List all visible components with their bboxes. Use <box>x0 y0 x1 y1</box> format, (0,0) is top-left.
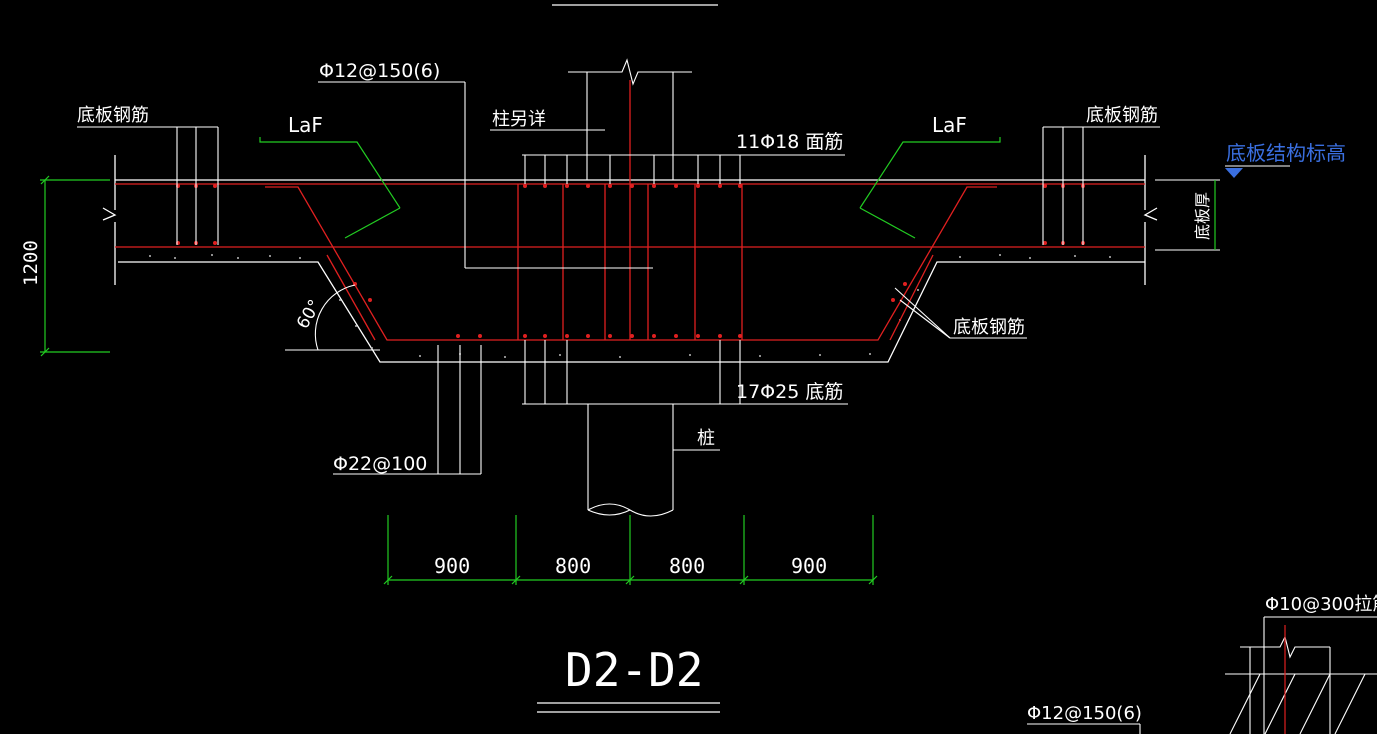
label-tie-bar-partial: Φ10@300拉筋 <box>1265 594 1377 615</box>
label-slab-thickness: 底板厚 <box>1193 192 1212 240</box>
dimension-segment-2: 800 <box>555 554 591 578</box>
concrete-hatch <box>149 254 1111 358</box>
leader-lines <box>77 58 1377 734</box>
label-laf-right: LaF <box>932 113 967 137</box>
label-column-ref: 柱另详 <box>492 109 546 130</box>
dimension-height: 1200 <box>20 240 42 286</box>
label-side-stirrup: Φ22@100 <box>333 453 427 475</box>
label-stirrup-lower-right: Φ12@150(6) <box>1027 703 1142 724</box>
label-angle: 60° <box>293 296 325 332</box>
elevation-triangle-icon <box>1225 168 1243 178</box>
label-top-stirrup: Φ12@150(6) <box>319 60 440 82</box>
dimension-lines <box>40 137 1216 585</box>
label-pile: 桩 <box>697 428 715 449</box>
label-elevation: 底板结构标高 <box>1226 141 1346 165</box>
dimension-segment-3: 800 <box>669 554 705 578</box>
label-laf-left: LaF <box>288 113 323 137</box>
label-top-bars: 11Φ18 面筋 <box>736 131 843 153</box>
label-slab-rebar-left: 底板钢筋 <box>77 105 149 126</box>
label-slab-rebar-slope: 底板钢筋 <box>953 317 1025 338</box>
dimension-segment-4: 900 <box>791 554 827 578</box>
label-slab-rebar-right: 底板钢筋 <box>1086 105 1158 126</box>
dimension-segment-1: 900 <box>434 554 470 578</box>
label-bottom-bars: 17Φ25 底筋 <box>736 381 843 403</box>
title-underline <box>537 702 720 713</box>
section-title: D2-D2 <box>565 643 703 697</box>
rebar-lines <box>115 80 1145 341</box>
